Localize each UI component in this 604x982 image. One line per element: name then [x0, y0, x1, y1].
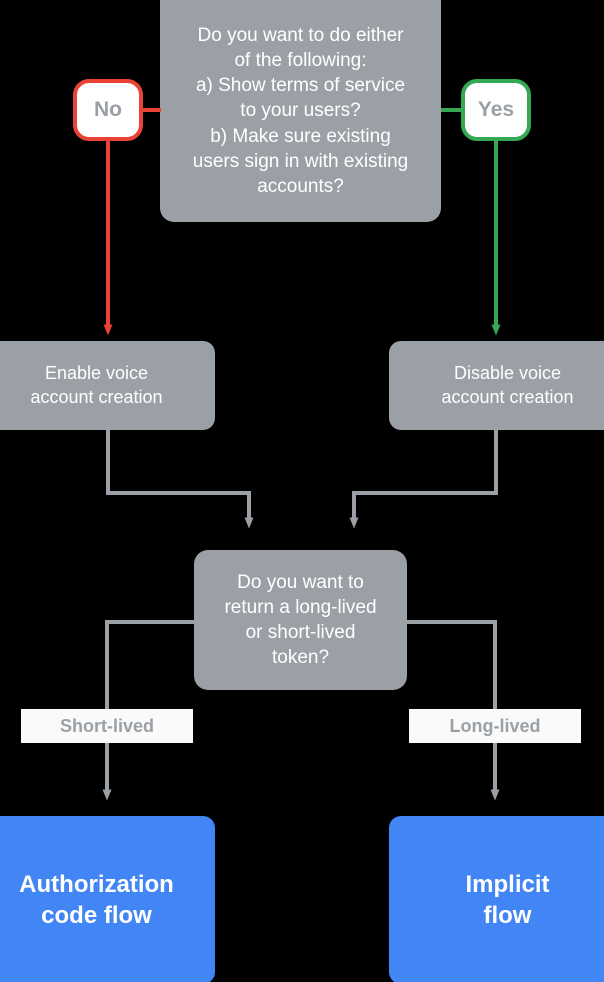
edge-token-to-implicit: [407, 620, 500, 801]
edge-token-to-auth-code: [102, 620, 194, 801]
decision-node-token-lifetime: Do you want to return a long-lived or sh…: [194, 550, 407, 690]
answer-pill-yes[interactable]: Yes: [461, 79, 531, 141]
edge-label-long-lived: Long-lived: [409, 709, 581, 743]
edge-disable-to-token: [349, 430, 498, 529]
decision-node-terms-or-existing-accounts: Do you want to do either of the followin…: [160, 0, 441, 222]
edge-enable-to-token: [106, 430, 254, 529]
edge-label-short-lived: Short-lived: [21, 709, 193, 743]
action-node-enable-voice-account-creation: Enable voice account creation: [0, 341, 215, 430]
answer-pill-no[interactable]: No: [73, 79, 143, 141]
terminal-node-authorization-code-flow[interactable]: Authorization code flow: [0, 816, 215, 982]
terminal-node-implicit-flow[interactable]: Implicit flow: [389, 816, 604, 982]
action-node-disable-voice-account-creation: Disable voice account creation: [389, 341, 604, 430]
